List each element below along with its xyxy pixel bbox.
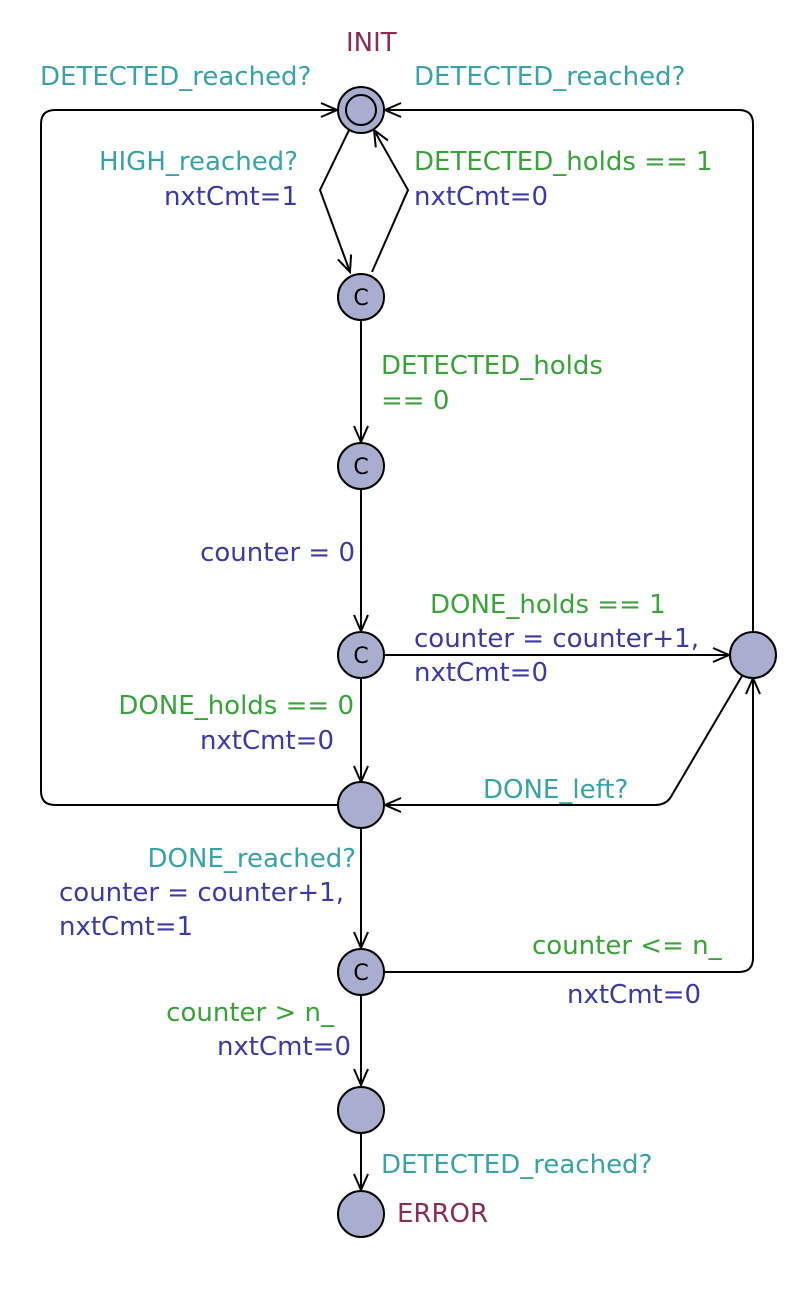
assign-counter-reset: counter = 0 [200,538,355,568]
location-l7[interactable] [337,1086,385,1134]
guard-counter-le-n: counter <= n_ [532,931,722,961]
sync-done-reached: DONE_reached? [147,844,356,874]
guard-detected-holds-0-line2: == 0 [381,386,450,416]
location-l4[interactable] [337,781,385,829]
guard-detected-holds-0-line1: DETECTED_holds [381,351,603,381]
location-c6[interactable] [337,948,385,996]
guard-detected-holds-1: DETECTED_holds == 1 [414,147,713,177]
edge-c1-to-init[interactable] [371,130,410,273]
location-c2[interactable] [337,442,385,490]
guard-done-holds-1: DONE_holds == 1 [430,590,666,620]
edge-l5-to-l4[interactable] [385,675,743,805]
sync-done-left: DONE_left? [483,775,629,805]
assign-counter-increment-low: counter = counter+1, [59,878,344,908]
sync-detected-reached-right: DETECTED_reached? [414,62,686,92]
guard-counter-gt-n: counter > n_ [166,998,334,1028]
location-error[interactable] [337,1190,385,1238]
location-init[interactable] [337,86,385,134]
assign-nxtcmt-0-left: nxtCmt=0 [199,726,334,756]
assign-nxtcmt-1-top: nxtCmt=1 [163,182,298,212]
edge-l4-to-init[interactable] [40,110,338,806]
assign-nxtcmt-0-bottom: nxtCmt=0 [216,1032,351,1062]
edge-init-to-c1[interactable] [318,125,351,272]
sync-detected-reached-final: DETECTED_reached? [381,1150,653,1180]
assign-nxtcmt-0-top: nxtCmt=0 [414,182,549,212]
committed-marker-c2: C [353,455,368,480]
location-c3[interactable] [337,631,385,679]
committed-marker-c1: C [353,286,368,311]
location-c1[interactable] [337,273,385,321]
assign-counter-increment-mid: counter = counter+1, [414,624,699,654]
sync-detected-reached-left: DETECTED_reached? [40,62,312,92]
location-l5[interactable] [729,631,777,679]
assign-nxtcmt-0-mid: nxtCmt=0 [414,658,549,688]
location-name-error: ERROR [397,1199,489,1229]
committed-marker-c6: C [353,961,368,986]
assign-nxtcmt-0-right: nxtCmt=0 [567,980,702,1010]
location-name-init: INIT [346,28,397,58]
committed-marker-c3: C [353,644,368,669]
sync-high-reached: HIGH_reached? [98,147,298,177]
edge-l5-to-init[interactable] [385,110,754,633]
assign-nxtcmt-1-low: nxtCmt=1 [59,912,194,942]
location-init-marker [345,94,377,126]
edge-c6-to-l5[interactable] [384,678,753,973]
guard-done-holds-0: DONE_holds == 0 [118,691,354,721]
